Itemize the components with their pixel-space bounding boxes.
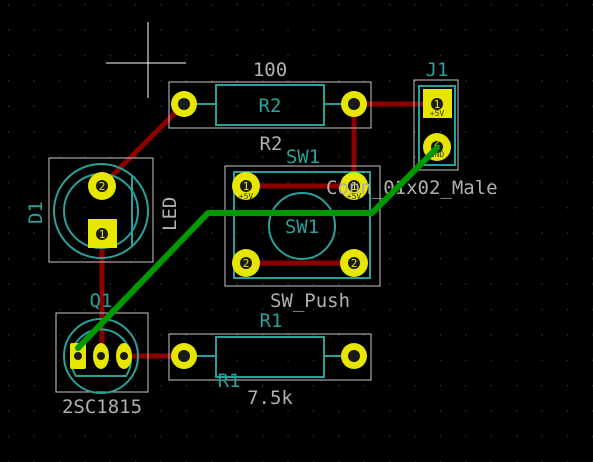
q1-pad-3-hole: [120, 352, 128, 360]
j1-pad-1-hole: [431, 98, 443, 110]
led-d1[interactable]: 2 1 D1 LED: [25, 157, 181, 263]
resistor-r1[interactable]: R1 R1 7.5k: [168, 310, 372, 409]
d1-pin1-label: 1: [99, 228, 106, 241]
r1-pad-1-hole: [178, 350, 190, 362]
d1-value-label: LED: [159, 197, 181, 231]
j1-body: [418, 85, 456, 166]
sw1-pad-2-left-label: 2: [243, 257, 250, 270]
sw1-courtyard: [224, 165, 381, 287]
sw1-pad-2-right-label: 2: [351, 257, 358, 270]
d1-pad-1-hole: [96, 228, 108, 240]
j1-pin1-label: 1: [434, 98, 441, 111]
r2-pad-2-hole: [348, 98, 360, 110]
sw1-pad-1-right-hole: [348, 180, 360, 192]
r2-ref-fab: R2: [259, 95, 282, 117]
r1-courtyard: [168, 333, 372, 381]
sw1-pad-2-left-hole: [240, 257, 252, 269]
sw1-pad-1-left-hole: [240, 180, 252, 192]
track-r2-d1[interactable]: [99, 101, 187, 189]
j1-pin2-label: 2: [434, 136, 441, 149]
q1-pad-2-hole: [97, 352, 105, 360]
d1-courtyard: [48, 157, 154, 263]
r1-ref-label: R1: [260, 310, 283, 332]
sw1-actuator: [268, 192, 336, 260]
resistor-r2[interactable]: 100 R2 R2: [168, 59, 372, 155]
q1-pad-1-hole: [74, 352, 82, 360]
track-gnd[interactable]: [75, 145, 440, 351]
q1-ref-label: Q1: [90, 290, 113, 312]
q1-value-label: 2SC1815: [62, 396, 142, 418]
d1-ref-label: D1: [25, 201, 47, 224]
cursor-crosshair: [106, 22, 186, 98]
sw1-ref-label: SW1: [286, 146, 320, 168]
switch-sw1[interactable]: SW1 1 +5V 1 +5V 2 2 SW1 SW_Push: [224, 146, 381, 312]
d1-pad-2-hole: [96, 180, 108, 192]
sw1-body: [233, 171, 371, 279]
r2-courtyard: [168, 81, 372, 129]
d1-pin2-label: 2: [99, 180, 106, 193]
sw1-value-label: SW_Push: [270, 290, 350, 312]
q1-body-outer: [63, 318, 139, 394]
j1-net1-label: +5V: [430, 109, 445, 118]
red-tracks: [99, 101, 439, 359]
r2-value-label: 100: [253, 59, 287, 81]
j1-value-label: Conn_01x02_Male: [326, 177, 498, 199]
sw1-pad-2-right-hole: [348, 257, 360, 269]
r1-ref-fab: R1: [218, 370, 241, 392]
r2-pad-1-hole: [178, 98, 190, 110]
sw1-pad-1-right-net: +5V: [347, 192, 362, 201]
sw1-pad-1-right-label: 1: [351, 180, 358, 193]
sw1-pad-1-left-label: 1: [243, 180, 250, 193]
j1-courtyard: [413, 79, 459, 171]
r1-pad-2-hole: [348, 350, 360, 362]
r1-value-label: 7.5k: [247, 387, 293, 409]
sw1-pad-1-left-net: +5V: [239, 192, 254, 201]
j1-ref-label: J1: [426, 59, 449, 81]
r2-ref-label: R2: [260, 133, 283, 155]
j1-net2-label: GND: [430, 150, 445, 159]
transistor-q1[interactable]: Q1 2SC1815: [55, 290, 149, 418]
sw1-ref-fab: SW1: [285, 216, 319, 238]
d1-body-outer: [53, 163, 149, 259]
